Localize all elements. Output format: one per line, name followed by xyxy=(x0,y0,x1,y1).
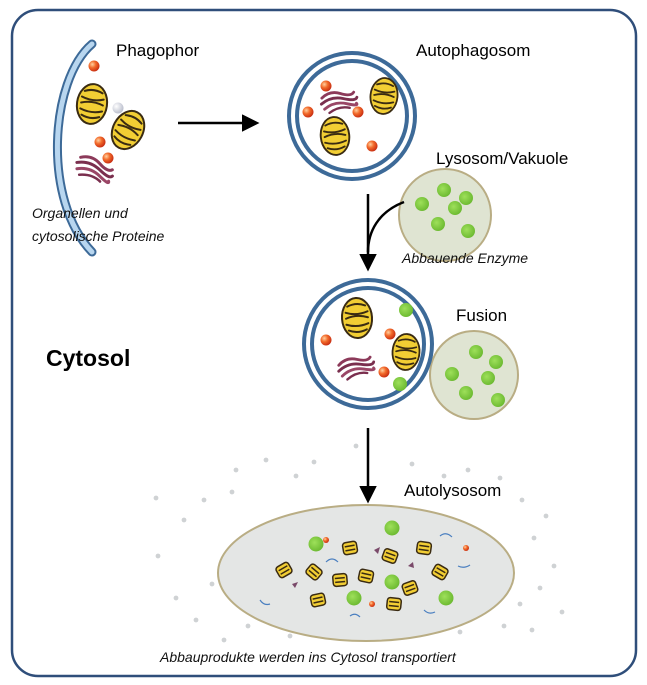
label-lysosom: Lysosom/Vakuole xyxy=(436,149,568,168)
label-organellen-2: cytosolische Proteine xyxy=(32,228,165,244)
label-autolysosom: Autolysosom xyxy=(404,481,501,500)
label-enzyme: Abbauende Enzyme xyxy=(401,250,528,266)
autolysosome xyxy=(217,504,515,642)
label-autophagosom: Autophagosom xyxy=(416,41,530,60)
phagophor-cargo xyxy=(71,60,152,187)
fusion-autophagosome xyxy=(302,278,434,410)
autophagosome xyxy=(287,51,417,181)
phagophor-membrane xyxy=(53,39,97,257)
label-abbauprodukte: Abbauprodukte werden ins Cytosol transpo… xyxy=(159,649,457,665)
label-organellen-1: Organellen und xyxy=(32,205,129,221)
label-phagophor: Phagophor xyxy=(116,41,200,60)
lysosome xyxy=(398,168,492,262)
fusion-lysosome xyxy=(429,330,519,420)
cytosol-particles xyxy=(153,443,565,643)
label-cytosol: Cytosol xyxy=(46,345,130,371)
label-fusion: Fusion xyxy=(456,306,507,325)
